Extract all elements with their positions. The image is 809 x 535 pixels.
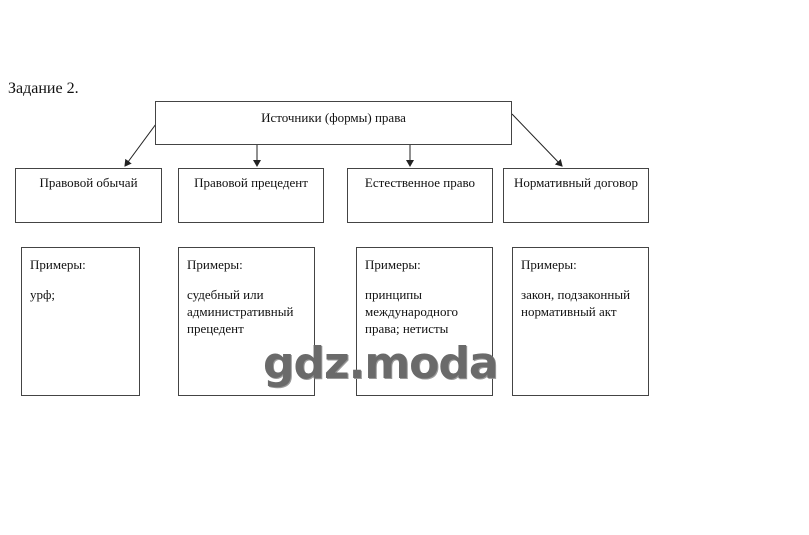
watermark: gdz.moda	[263, 338, 499, 389]
root-node: Источники (формы) права	[155, 101, 512, 145]
examples-label: Примеры:	[30, 257, 86, 272]
examples-text: урф;	[30, 287, 56, 302]
arrow-to-normative-contract	[511, 113, 563, 167]
examples-text: закон, подзаконный нормативный акт	[521, 287, 631, 319]
category-legal-custom: Правовой обычай	[15, 168, 162, 223]
examples-label: Примеры:	[365, 257, 421, 272]
examples-box-custom: Примеры: урф;	[21, 247, 140, 396]
examples-text: судебный или административный прецедент	[187, 287, 294, 336]
category-normative-contract: Нормативный договор	[503, 168, 649, 223]
examples-box-natural-law: Примеры: принципы международного права; …	[356, 247, 493, 396]
examples-text: принципы международного права; нетисты	[365, 287, 459, 336]
task-label: Задание 2.	[8, 80, 79, 97]
category-legal-precedent: Правовой прецедент	[178, 168, 324, 223]
examples-label: Примеры:	[521, 257, 577, 272]
examples-box-normative-contract: Примеры: закон, подзаконный нормативный …	[512, 247, 649, 396]
category-natural-law: Естественное право	[347, 168, 493, 223]
arrow-to-custom	[124, 123, 157, 167]
examples-box-precedent: Примеры: судебный или административный п…	[178, 247, 315, 396]
examples-label: Примеры:	[187, 257, 243, 272]
